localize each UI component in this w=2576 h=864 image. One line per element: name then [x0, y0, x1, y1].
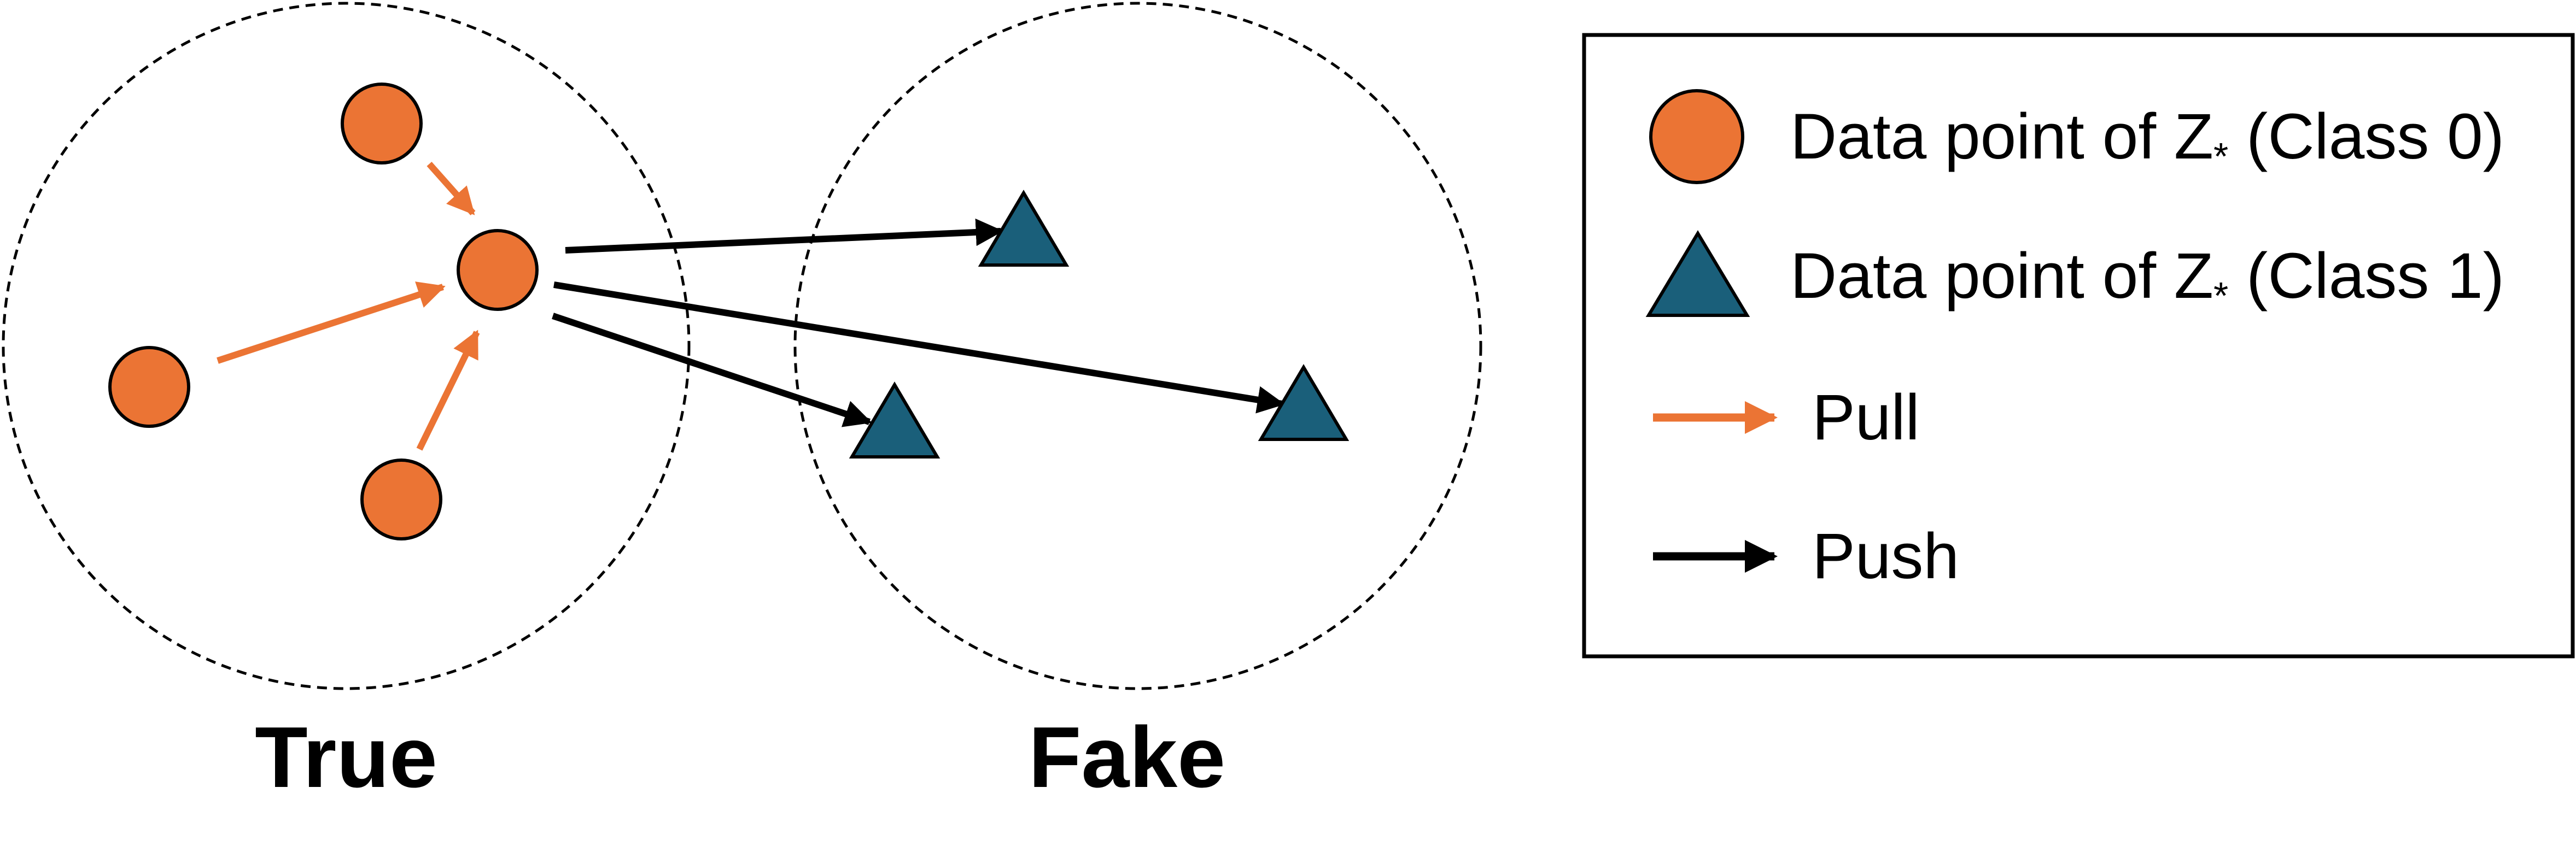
class1-point — [849, 381, 941, 459]
fake-cluster-boundary — [793, 2, 1482, 690]
class1-point — [978, 190, 1070, 267]
true-cluster-boundary — [2, 2, 691, 690]
legend: Data point of Z* (Class 0) Data point of… — [1582, 33, 2575, 659]
true-group-label: True — [255, 709, 437, 806]
push-arrow — [565, 218, 1004, 254]
pull-arrow — [427, 162, 476, 215]
legend-class1-label: Data point of Z* (Class 1) — [1790, 240, 2504, 317]
legend-class0-icon — [1649, 89, 1744, 184]
pull-arrow — [217, 281, 446, 364]
pull-arrow — [416, 330, 480, 451]
legend-class1-icon — [1645, 230, 1750, 317]
class0-point-anchor — [457, 229, 539, 311]
class0-point — [341, 83, 423, 164]
push-arrow — [552, 313, 872, 427]
class0-point — [360, 459, 442, 540]
fake-group-label: Fake — [1029, 709, 1225, 806]
class0-point — [108, 346, 190, 428]
legend-class0-label: Data point of Z* (Class 0) — [1790, 101, 2504, 178]
legend-pull-label: Pull — [1812, 381, 1920, 454]
class1-point — [1258, 364, 1350, 441]
push-arrow — [553, 281, 1285, 414]
legend-push-label: Push — [1812, 520, 1959, 592]
